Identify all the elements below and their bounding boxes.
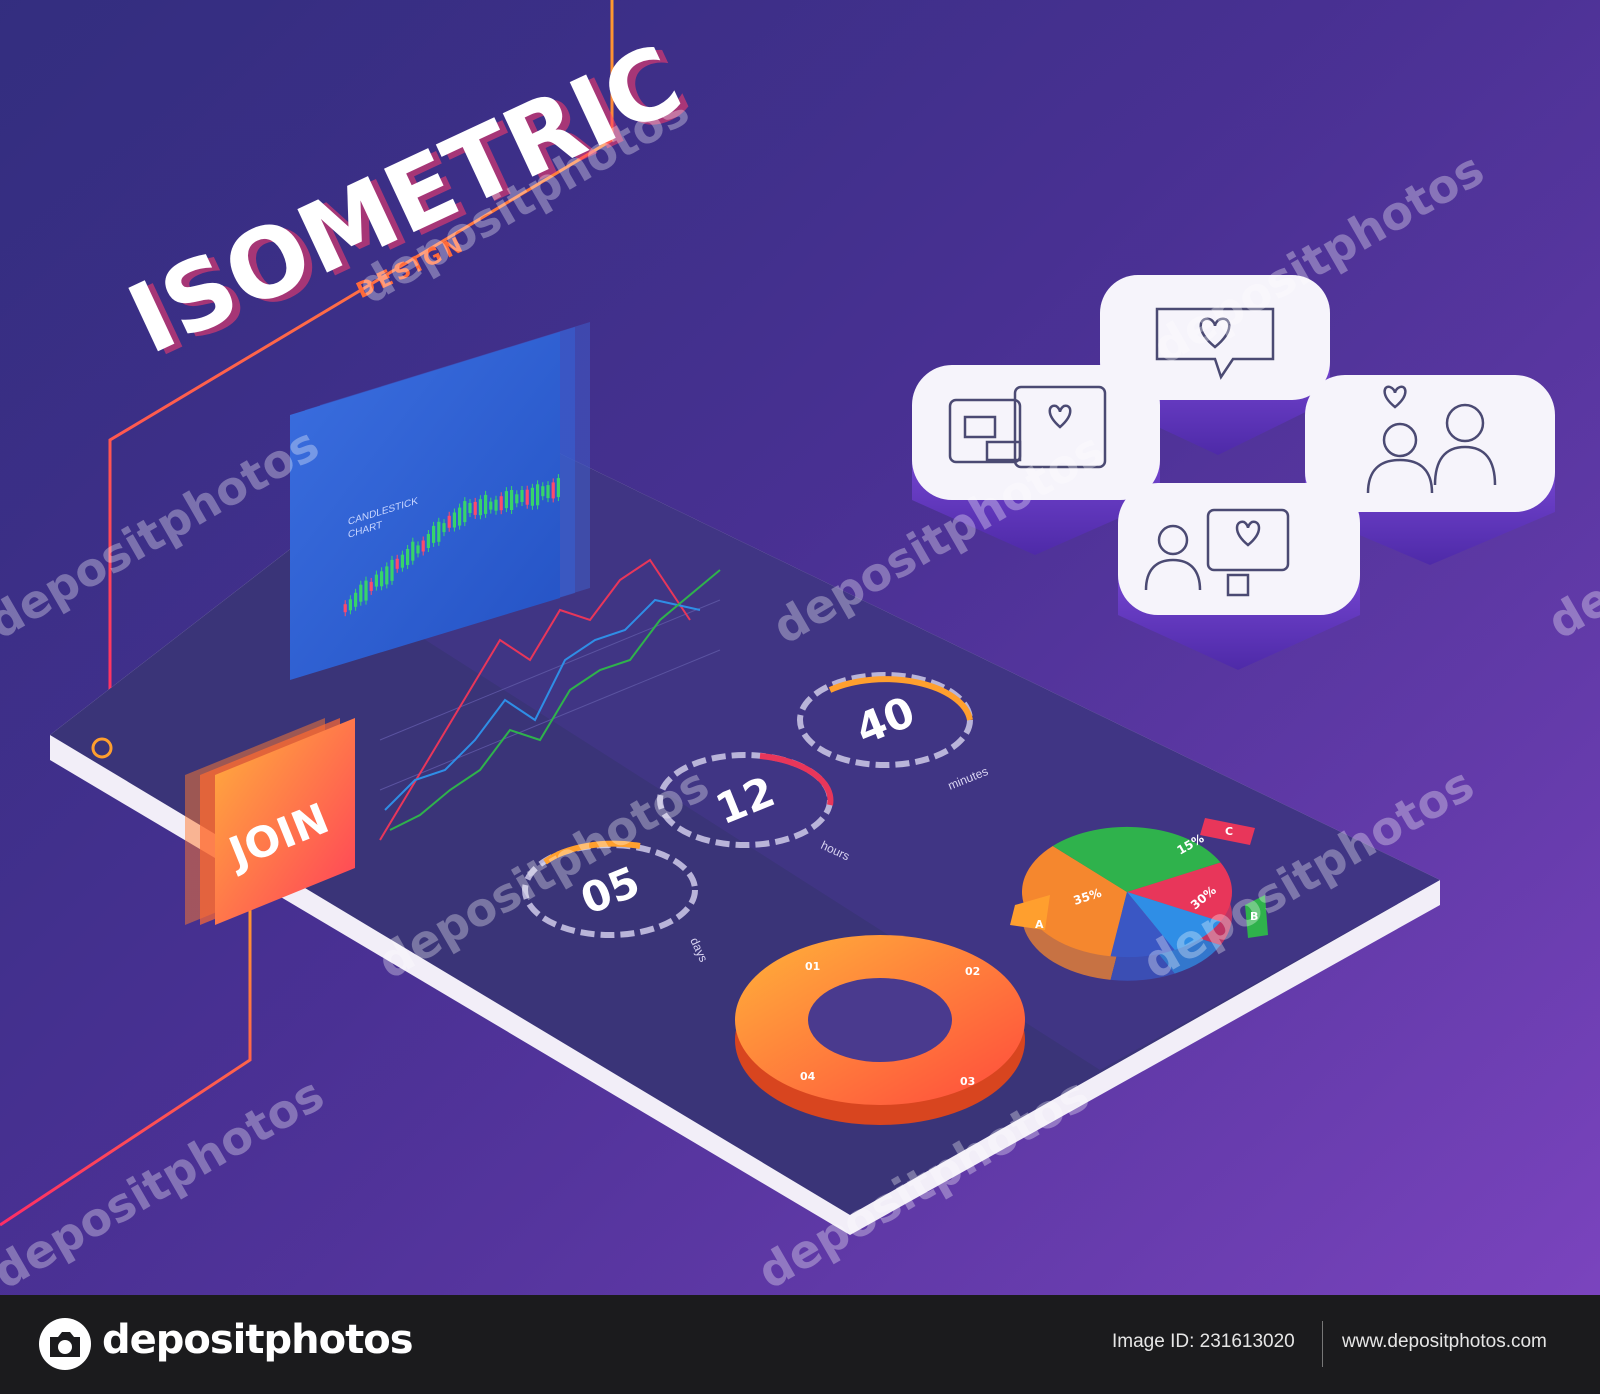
- brand-logo[interactable]: depositphotos: [102, 1317, 414, 1363]
- marker-c: C: [1225, 825, 1233, 838]
- candle-body: [411, 541, 415, 561]
- candle-body: [380, 571, 384, 587]
- candle-body: [489, 501, 493, 510]
- camera-logo-icon: [39, 1318, 91, 1370]
- line-chart: [379, 558, 721, 841]
- candle-body: [432, 525, 436, 543]
- candle-body: [536, 484, 540, 506]
- cycle-chart: 01 02 03 04: [735, 935, 1025, 1125]
- join-card[interactable]: [215, 718, 355, 925]
- cycle-step-02: 02: [965, 965, 980, 978]
- candle-body: [473, 501, 477, 515]
- pie-slice-0: [1022, 845, 1127, 957]
- candle-body: [541, 486, 545, 497]
- pie-slice-2: [1127, 862, 1232, 922]
- candle-body: [385, 566, 389, 585]
- marker-a: A: [1035, 918, 1044, 931]
- illustration-canvas: ISOMETRIC ISOMETRIC DESIGN CANDLESTICK C…: [0, 0, 1600, 1295]
- dating-app-icon: [948, 385, 1107, 469]
- marker-a-flag: [1010, 895, 1050, 930]
- tile-top: [1100, 275, 1330, 400]
- grid-line: [379, 649, 721, 791]
- candlestick-card-stack: CANDLESTICK CHART: [290, 322, 590, 680]
- candle-body: [364, 580, 368, 601]
- tile-top: [1305, 375, 1555, 512]
- candle-body: [452, 512, 456, 528]
- candle-body: [556, 478, 560, 498]
- candle-body: [520, 490, 524, 502]
- icon-tile-couple[interactable]: [1305, 375, 1555, 565]
- candle-body: [374, 574, 378, 587]
- candle-body: [478, 499, 482, 516]
- love-message-icon: [1155, 307, 1275, 380]
- tile-top: [1118, 483, 1360, 615]
- candlestick-marks: [343, 474, 560, 617]
- series-red: [379, 558, 691, 841]
- divider: [1322, 1321, 1323, 1367]
- candle-body: [442, 523, 446, 533]
- marker-b-flag: [1245, 895, 1268, 938]
- candle-body: [406, 549, 410, 565]
- love-chat-icon: [1144, 508, 1290, 597]
- candle-body: [499, 496, 503, 511]
- hours-ring-progress: [759, 753, 834, 806]
- candle-body: [354, 592, 358, 607]
- pie-top: [1022, 826, 1232, 958]
- series-blue: [384, 598, 701, 811]
- icon-tile-love-chat[interactable]: [1118, 483, 1360, 670]
- icon-tile-love-message[interactable]: [1100, 275, 1330, 455]
- pie-markers: A B C: [1010, 818, 1268, 938]
- join-button[interactable]: JOIN: [185, 718, 355, 925]
- candle-body: [463, 501, 467, 523]
- candle-body: [426, 534, 430, 548]
- candle-body: [484, 494, 488, 514]
- series-green: [389, 569, 721, 831]
- candle-body: [510, 490, 514, 510]
- candle-body: [348, 599, 352, 611]
- minutes-ring-progress: [828, 676, 973, 721]
- candle-body: [494, 499, 498, 511]
- pie-slice-1: [1052, 826, 1221, 892]
- donut-hole: [808, 978, 952, 1062]
- footer-bar: depositphotos Image ID: 231613020 www.de…: [0, 1295, 1600, 1394]
- candle-body: [343, 604, 347, 613]
- candle-body: [546, 485, 550, 499]
- candle-body: [504, 491, 508, 509]
- candle-body: [359, 584, 363, 602]
- candle-body: [421, 540, 425, 552]
- site-url-link[interactable]: www.depositphotos.com: [1342, 1331, 1547, 1352]
- candle-body: [400, 554, 404, 568]
- candle-body: [551, 482, 555, 499]
- candle-body: [525, 489, 529, 505]
- candle-body: [395, 558, 399, 569]
- candle-body: [515, 494, 519, 504]
- cycle-step-03: 03: [960, 1075, 975, 1088]
- marker-b: B: [1250, 910, 1258, 923]
- connector-line-bottom: [0, 900, 252, 1227]
- cycle-step-01: 01: [805, 960, 820, 973]
- candle-body: [468, 503, 472, 513]
- candle-body: [390, 559, 394, 581]
- couple-icon: [1366, 385, 1497, 494]
- grid-line: [379, 599, 721, 741]
- candle-body: [530, 487, 534, 506]
- image-id: Image ID: 231613020: [1112, 1331, 1295, 1352]
- connector-line-top: [108, 0, 614, 720]
- pie-chart: [1022, 826, 1232, 981]
- days-ring-progress: [543, 840, 641, 865]
- candle-body: [458, 507, 462, 526]
- candle-body: [437, 521, 441, 542]
- candle-body: [369, 581, 373, 591]
- marker-c-flag: [1200, 818, 1255, 845]
- candle-body: [447, 515, 451, 528]
- candle-body: [416, 545, 420, 554]
- pie-slice-4: [1110, 892, 1175, 958]
- cycle-step-04: 04: [800, 1070, 816, 1083]
- candlestick-card: [290, 332, 560, 680]
- platform-anchor-dot: [91, 737, 113, 759]
- icon-tile-dating-app[interactable]: [912, 365, 1160, 555]
- pie-slice-3: [1127, 892, 1221, 951]
